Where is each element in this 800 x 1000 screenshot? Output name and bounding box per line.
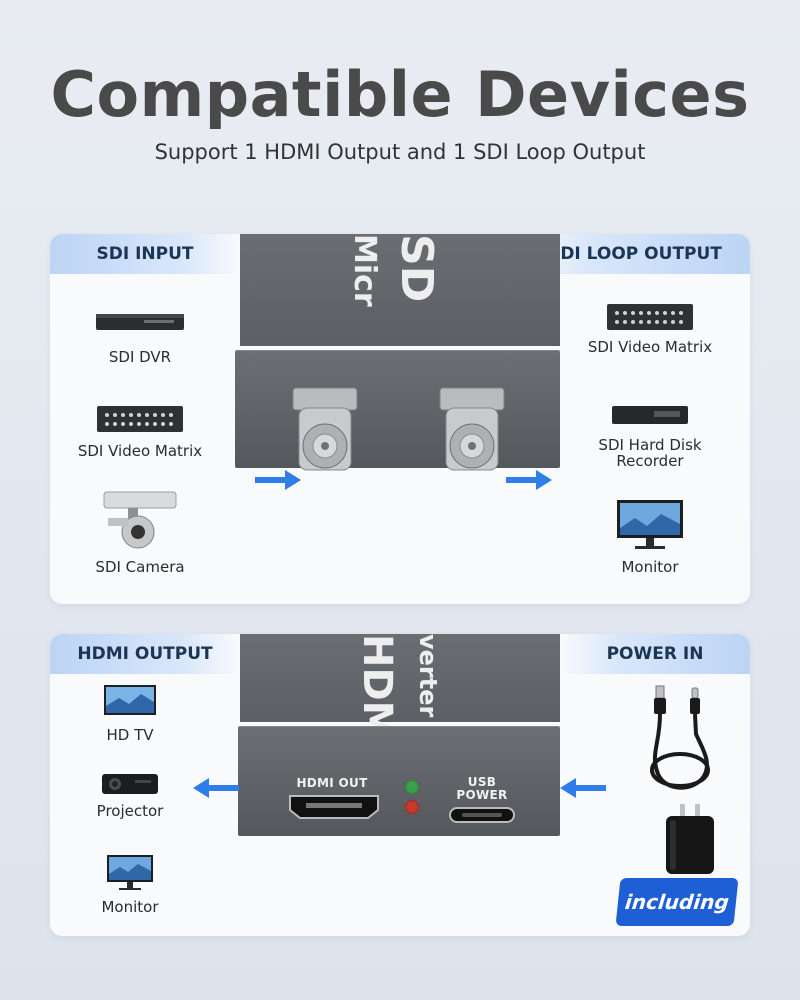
tv-icon <box>104 685 156 715</box>
device-hd-tv: HD TV <box>70 684 190 743</box>
usb-power-label: USB POWER <box>456 775 508 802</box>
converter-front-face <box>235 350 560 468</box>
sdi-input-tab: SDI INPUT <box>50 234 240 274</box>
device-sdi-video-matrix-out: SDI Video Matrix <box>570 302 730 355</box>
device-sdi-hard-disk-recorder: SDI Hard Disk Recorder <box>580 402 720 469</box>
dvr-icon <box>96 314 184 330</box>
arrow-right-icon <box>506 470 552 490</box>
hdmi-port-icon <box>289 795 379 819</box>
monitor-icon <box>107 855 153 890</box>
device-sdi-video-matrix: SDI Video Matrix <box>60 404 220 459</box>
sdi-panel: SDI INPUT SDI LOOP OUTPUT Micr SD SDI DV… <box>50 234 750 604</box>
arrow-left-icon <box>193 778 239 798</box>
converter-top-face <box>240 234 560 346</box>
power-in-tab: POWER IN <box>560 634 750 674</box>
device-sdi-camera: SDI Camera <box>70 488 210 575</box>
sdi-loop-bnc-icon <box>439 387 505 471</box>
including-badge: including <box>615 878 739 926</box>
converter-brand-text: Micr <box>347 234 382 307</box>
device-projector: Projector <box>70 770 190 819</box>
device-monitor-out: Monitor <box>580 498 720 575</box>
power-led-green <box>405 780 419 794</box>
hdmi-output-tab: HDMI OUTPUT <box>50 634 240 674</box>
projector-icon <box>102 774 158 794</box>
device-sdi-dvr: SDI DVR <box>70 312 210 365</box>
sdi-in-bnc-icon <box>292 387 358 471</box>
signal-led-red <box>405 800 419 814</box>
power-adapter-icon <box>666 804 714 874</box>
converter-top-face <box>240 634 560 722</box>
usb-cable-icon <box>650 685 710 790</box>
usb-c-port-icon <box>449 807 515 823</box>
monitor-icon <box>617 500 683 549</box>
camera-icon <box>103 491 177 549</box>
arrow-right-icon <box>255 470 301 490</box>
converter-verter-text: verter <box>414 634 442 718</box>
video-matrix-icon <box>97 406 183 432</box>
page-subtitle: Support 1 HDMI Output and 1 SDI Loop Out… <box>154 140 646 164</box>
hdmi-panel: HDMI OUTPUT POWER IN HDMI verter HDMI OU… <box>50 634 750 936</box>
page-title: Compatible Devices <box>50 58 750 131</box>
video-matrix-icon <box>607 304 693 330</box>
hdmi-out-label: HDMI OUT <box>296 776 368 790</box>
device-monitor-hdmi: Monitor <box>70 854 190 915</box>
arrow-left-icon <box>560 778 606 798</box>
recorder-icon <box>612 406 688 424</box>
converter-sdi-text: SD <box>391 234 442 303</box>
